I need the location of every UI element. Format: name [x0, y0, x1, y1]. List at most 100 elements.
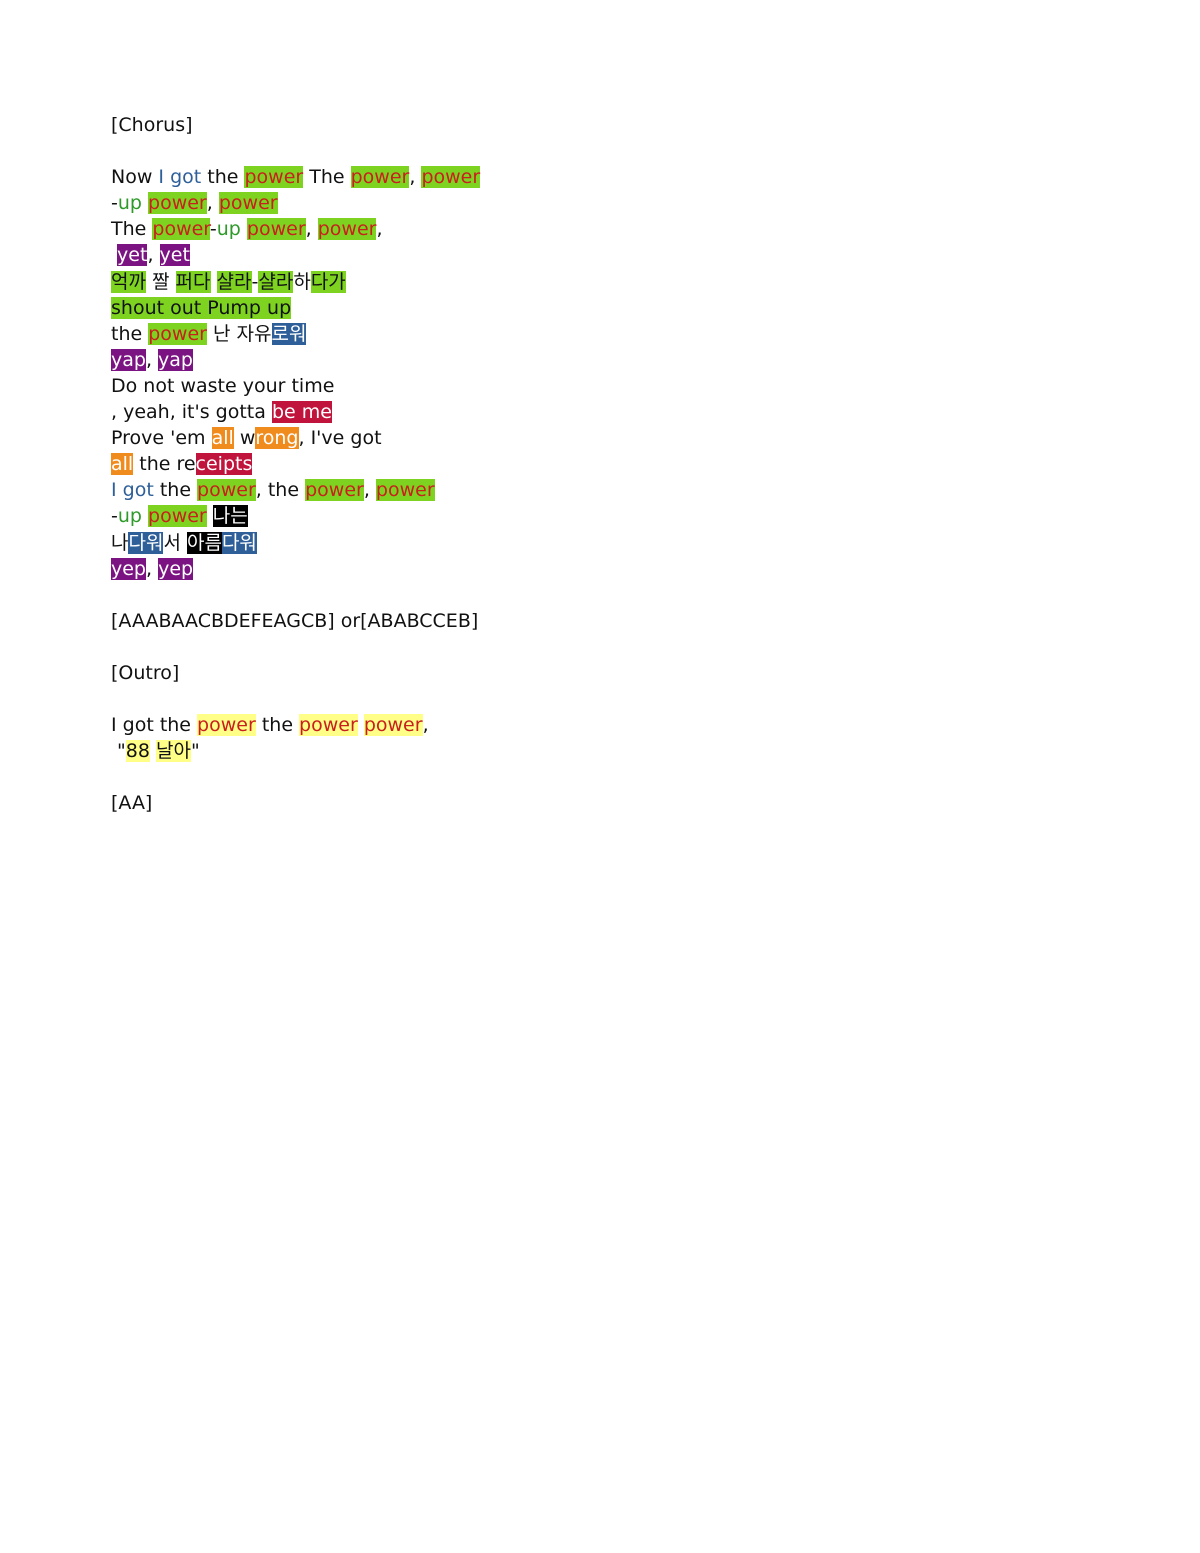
highlighted-text: 샬라 [258, 270, 294, 293]
lyric-text: - [111, 192, 118, 215]
blank-line [111, 764, 480, 790]
lyric-text: w [233, 427, 256, 450]
highlighted-text: power [197, 479, 256, 502]
lyric-text: - [251, 270, 259, 293]
lyric-text: the [201, 166, 245, 189]
lyric-text: up [216, 218, 241, 241]
highlighted-text: be me [271, 401, 332, 424]
highlighted-text: 로워 [271, 322, 307, 345]
lyric-text: , [409, 166, 422, 189]
lyric-line: Prove 'em all wrong, I've got [111, 425, 480, 451]
lyric-text: I got the [111, 714, 198, 737]
lyric-text: , the [255, 479, 306, 502]
lyric-line: Do not waste your time [111, 373, 480, 399]
lyric-text: up [117, 505, 142, 528]
lyric-line: [AAABAACBDEFEAGCB] or[ABABCCEB] [111, 608, 480, 634]
lyric-text: [Outro] [111, 661, 180, 684]
highlighted-text: yap [158, 348, 193, 371]
lyric-text: 서 [163, 531, 187, 554]
lyric-line: "88 날아" [111, 738, 480, 764]
lyric-text: , [363, 479, 376, 502]
lyric-text: the re [133, 453, 196, 476]
highlighted-text: 다가 [310, 270, 346, 293]
lyric-text: [Chorus] [111, 114, 193, 136]
highlighted-text: power [148, 322, 207, 345]
blank-line [111, 686, 480, 712]
lyric-text: the [255, 714, 300, 737]
lyric-line: Now I got the power The power, power [111, 164, 481, 190]
highlighted-text: yet [117, 244, 148, 267]
lyric-text: 나 [111, 531, 129, 554]
highlighted-text: power [148, 192, 207, 215]
highlighted-text: power [148, 505, 207, 528]
lyric-text: - [209, 218, 217, 241]
lyric-text: [AA] [111, 792, 153, 815]
lyric-text: , [206, 192, 219, 215]
lyric-text: I got [158, 166, 202, 189]
lyric-text [211, 271, 217, 293]
lyric-text [358, 714, 364, 736]
highlighted-text: 퍼다 [175, 270, 211, 293]
highlighted-text: power [350, 166, 410, 189]
lyric-line: [Outro] [111, 660, 480, 686]
highlighted-text: yep [111, 557, 146, 580]
lyric-text: , yeah, it's gotta [111, 401, 272, 424]
lyric-text: , [376, 218, 383, 241]
lyric-text: , [422, 714, 429, 737]
blank-line [111, 138, 480, 164]
lyric-text: Now [111, 166, 159, 189]
lyric-line: the power 난 자유로워 [111, 321, 480, 347]
highlighted-text: power [363, 714, 423, 737]
lyric-text: " [190, 740, 200, 763]
lyric-text [207, 505, 213, 527]
lyric-text: the [153, 479, 198, 502]
lyric-line: , yeah, it's gotta be me [111, 399, 480, 425]
lyric-text: , [146, 557, 159, 580]
highlighted-text: power [152, 218, 210, 241]
lyric-line: yep, yep [111, 556, 480, 582]
lyric-line: all the receipts [111, 451, 480, 477]
lyrics-document: [Chorus] Now I got the power The power, p… [111, 112, 481, 817]
lyric-text: - [111, 505, 118, 528]
highlighted-text: 88 [125, 740, 150, 763]
highlighted-text: power [299, 714, 358, 737]
lyric-text: up [117, 192, 142, 215]
highlighted-text: shout out Pump up [111, 296, 292, 319]
blank-line [111, 634, 480, 660]
highlighted-text: yep [158, 557, 194, 580]
highlighted-text: power [305, 479, 364, 502]
lyric-text: , [145, 348, 159, 371]
highlighted-text: 나는 [212, 505, 248, 528]
lyric-line: -up power, power [111, 190, 480, 216]
highlighted-text: all [211, 427, 234, 450]
highlighted-text: 날아 [156, 740, 191, 763]
lyric-text: I got [111, 479, 154, 502]
lyric-line: 억까 짤 퍼다 샬라-샬라하다가 [111, 269, 480, 295]
highlighted-text: 아름 [186, 531, 222, 554]
lyric-text: Prove 'em [111, 427, 212, 450]
lyric-text: Do not waste your time [111, 374, 335, 397]
lyric-text: , [305, 218, 318, 241]
highlighted-text: power [246, 218, 306, 241]
highlighted-text: ceipts [195, 453, 253, 476]
highlighted-text: yet [159, 244, 190, 267]
highlighted-text: power [218, 192, 278, 215]
lyric-line: 나다워서 아름다워 [111, 530, 480, 556]
lyric-line: I got the power, the power, power [111, 477, 480, 503]
lyric-text: 난 자유 [206, 322, 272, 345]
highlighted-text: power [421, 166, 481, 189]
lyric-line: yap, yap [111, 347, 480, 373]
highlighted-text: power [317, 218, 377, 241]
lyric-line: [Chorus] [111, 112, 480, 138]
lyric-text: , I've got [298, 427, 382, 450]
highlighted-text: 다워 [128, 531, 164, 554]
lyric-text: , [147, 244, 160, 267]
lyric-text: The [111, 218, 153, 241]
highlighted-text: yap [111, 348, 146, 371]
lyric-line: I got the power the power power, [111, 712, 480, 738]
lyric-text [241, 218, 247, 240]
highlighted-text: power [244, 166, 304, 189]
lyric-line: [AA] [111, 790, 480, 816]
lyric-text: [AAABAACBDEFEAGCB] or[ABABCCEB] [111, 609, 479, 632]
lyric-line: -up power 나는 [111, 503, 480, 529]
